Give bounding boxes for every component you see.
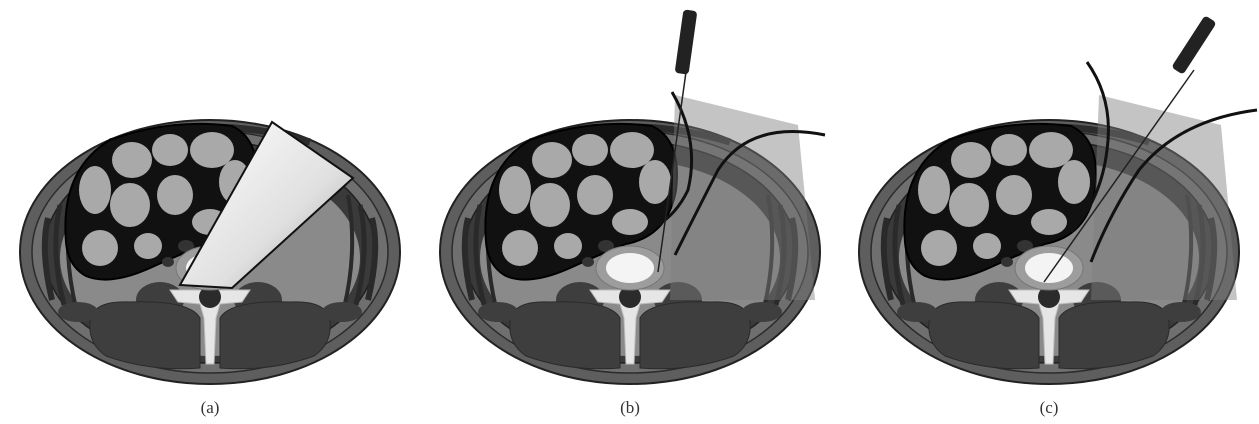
panel-c: (c) [839, 0, 1259, 424]
panel-a: (a) [0, 0, 420, 424]
needle-icon [675, 9, 698, 74]
panel-b-label: (b) [600, 398, 660, 418]
ultrasound-beam [1091, 95, 1237, 300]
panel-b: (b) [420, 0, 840, 424]
needle-icon [1171, 15, 1217, 75]
ultrasound-beam [670, 95, 815, 300]
cross-section-diagram-a [0, 0, 420, 424]
cross-section-diagram-b [420, 0, 840, 424]
panel-a-label: (a) [180, 398, 240, 418]
panel-c-label: (c) [1019, 398, 1079, 418]
cross-section-diagram-c [839, 0, 1259, 424]
